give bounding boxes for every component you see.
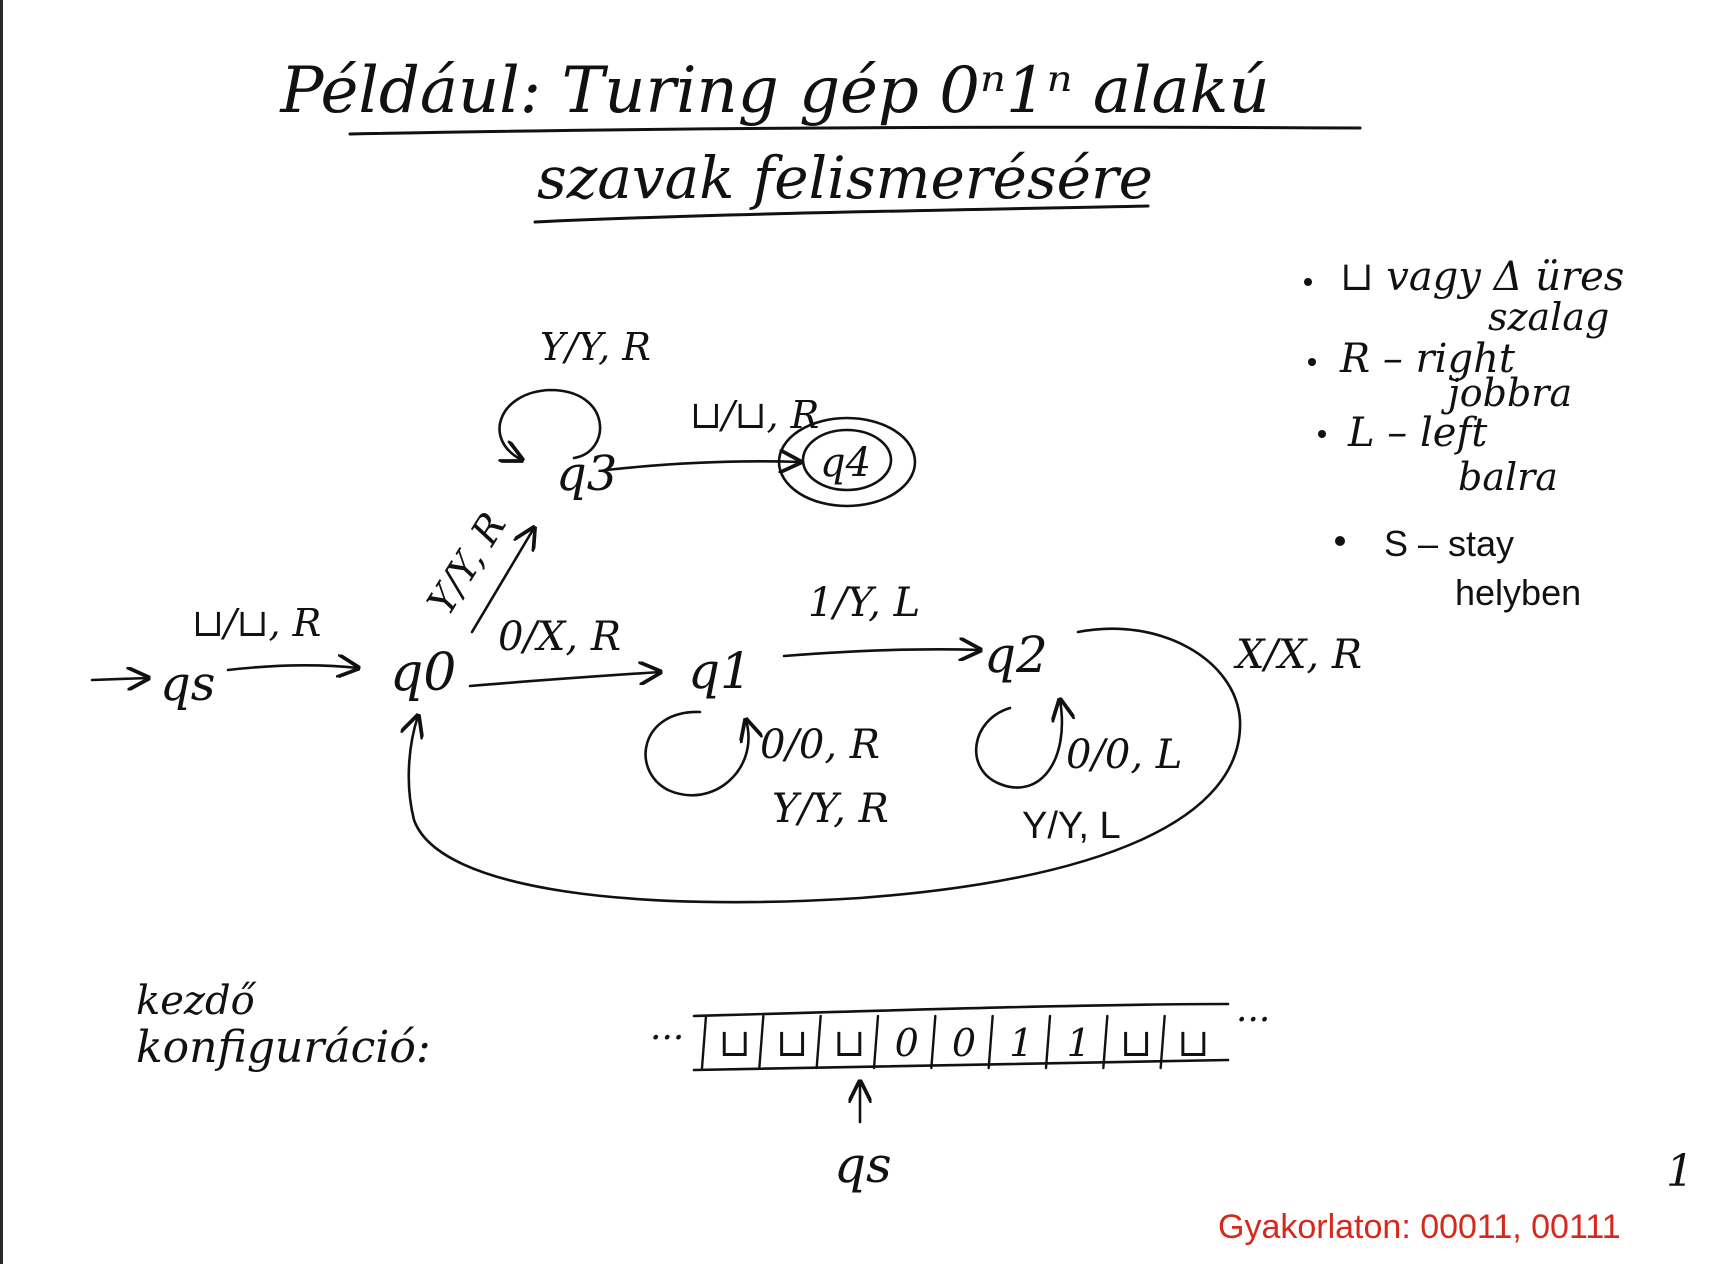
edge-q0-q1 xyxy=(468,672,660,688)
label-q3-q4: ⊔/⊔, R xyxy=(690,393,819,437)
state-q4: q4 xyxy=(820,440,871,486)
head-state: qs xyxy=(834,1136,892,1194)
legend-item-stay: S – stay xyxy=(1384,523,1514,564)
legend-item-left-cont: balra xyxy=(1458,455,1558,499)
tape-cell-divider xyxy=(758,1014,765,1070)
label-q0-q1: 0/X, R xyxy=(498,614,621,660)
loop-q3 xyxy=(500,388,602,460)
start-arrow xyxy=(90,678,148,680)
tape-cell-divider xyxy=(1102,1014,1109,1070)
state-q3: q3 xyxy=(556,446,617,502)
edge-q1-q2 xyxy=(782,649,980,656)
loop-q2 xyxy=(974,700,1062,789)
tape-cell-divider xyxy=(815,1014,822,1070)
edge-qs-q0 xyxy=(226,665,358,670)
page-number: 1 xyxy=(1666,1146,1694,1197)
label-q3-loop: Y/Y, R xyxy=(540,325,651,369)
state-q4-inner-ring xyxy=(801,428,893,492)
tape-cell: 1 xyxy=(1009,1021,1033,1065)
legend-item-empty: ⊔ vagy Δ üres xyxy=(1340,254,1624,300)
tape-cell: ⊔ xyxy=(719,1021,751,1065)
exercise-note: Gyakorlaton: 00011, 00111 xyxy=(1218,1208,1621,1246)
label-q1-loop-a: 0/0, R xyxy=(760,722,880,768)
tape-cell: 1 xyxy=(1067,1021,1091,1065)
label-q0-q3: Y/Y, R xyxy=(419,505,515,622)
state-diagram: qs ⊔/⊔, R q0 0/X, R Y/Y, R q3 Y/Y, R ⊔/⊔… xyxy=(90,325,1362,904)
legend-item-left: L – left xyxy=(1347,410,1488,456)
state-q0: q0 xyxy=(390,643,456,703)
legend: ⊔ vagy Δ üres szalag R – right jobbra L … xyxy=(1304,254,1624,613)
tape-cell-divider xyxy=(1044,1014,1052,1070)
title-underline-2 xyxy=(533,204,1150,224)
state-q1: q1 xyxy=(688,642,752,700)
tape-trailing-dots: ··· xyxy=(1236,1000,1270,1041)
edge-q3-q4 xyxy=(604,461,800,470)
state-q2: q2 xyxy=(984,626,1048,684)
legend-item-right-cont: jobbra xyxy=(1441,371,1572,415)
tape-cell: ⊔ xyxy=(1177,1021,1209,1065)
config-label-line-1: kezdő xyxy=(136,978,257,1024)
label-qs-q0: ⊔/⊔, R xyxy=(192,601,321,645)
tape-top-line xyxy=(692,1002,1230,1018)
tape-cell: 0 xyxy=(952,1021,976,1065)
title-line-2: szavak felismerésére xyxy=(537,144,1153,212)
tape-bottom-line xyxy=(692,1058,1230,1072)
legend-bullet xyxy=(1335,536,1345,546)
edge-q0-q3 xyxy=(470,528,534,634)
tape-cell: 0 xyxy=(895,1021,919,1065)
legend-bullet xyxy=(1318,430,1326,438)
tape-cell-divider xyxy=(930,1014,937,1070)
tape-cell-divider xyxy=(872,1014,880,1070)
legend-item-empty-cont: szalag xyxy=(1488,295,1609,339)
tape-cell-divider xyxy=(1159,1014,1166,1070)
title-underline-1 xyxy=(348,125,1362,136)
label-q1-q2: 1/Y, L xyxy=(808,580,920,626)
tape-cell: ⊔ xyxy=(1120,1021,1152,1065)
tape-cell-divider xyxy=(987,1014,994,1070)
title-line-1: Például: Turing gép 0ⁿ1ⁿ alakú xyxy=(279,54,1269,128)
loop-q1 xyxy=(644,710,749,797)
tape-leading-dots: ··· xyxy=(650,1018,684,1059)
legend-bullet xyxy=(1304,278,1312,286)
label-q1-loop-b: Y/Y, R xyxy=(772,786,889,832)
state-qs: qs xyxy=(160,656,215,712)
config-label-line-2: konfiguráció: xyxy=(136,1022,431,1073)
legend-item-right: R – right xyxy=(1339,336,1516,382)
legend-item-stay-cont: helyben xyxy=(1455,572,1581,613)
label-q2-q0: X/X, R xyxy=(1233,632,1362,678)
edge-q2-q0 xyxy=(409,627,1242,904)
tape-cell-divider xyxy=(700,1014,708,1070)
tape-cell: ⊔ xyxy=(833,1021,865,1065)
label-q2-loop-b: Y/Y, L xyxy=(1022,805,1121,847)
legend-bullet xyxy=(1308,358,1316,366)
tape-cell: ⊔ xyxy=(776,1021,808,1065)
state-q4-outer-ring xyxy=(777,416,917,508)
label-q2-loop-a: 0/0, L xyxy=(1066,732,1182,778)
